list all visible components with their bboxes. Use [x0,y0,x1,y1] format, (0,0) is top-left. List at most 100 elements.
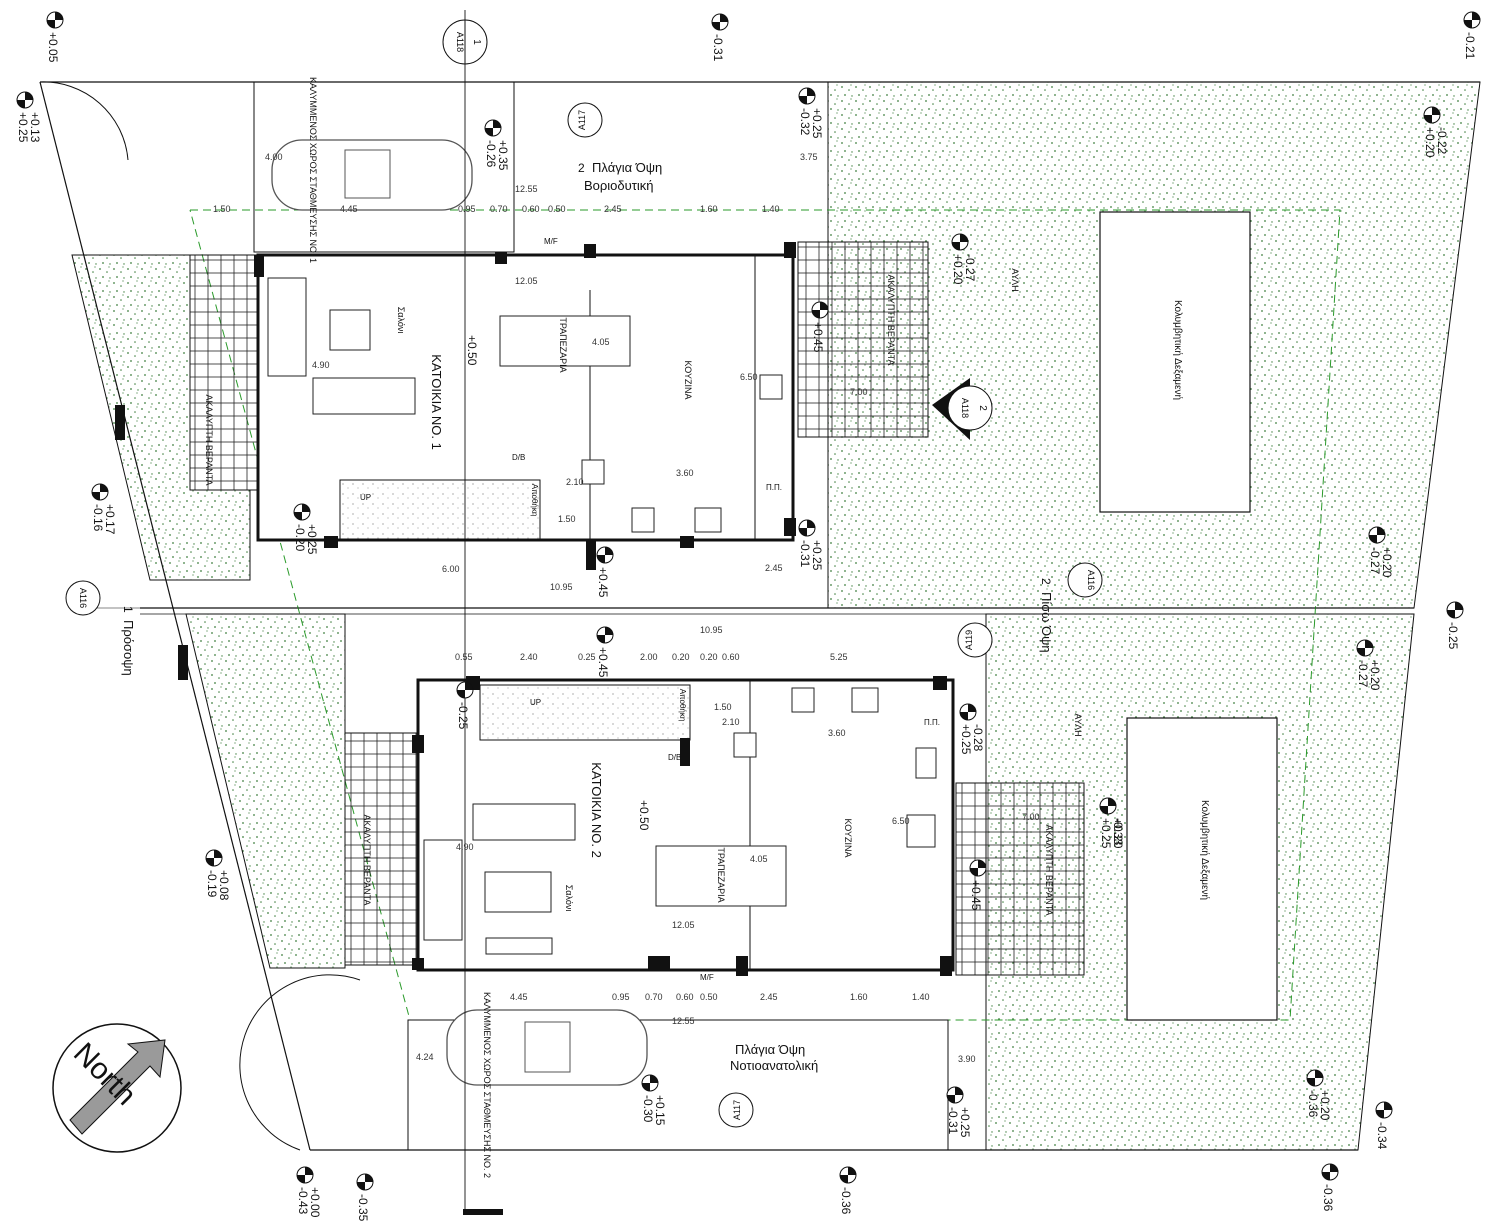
level-label: -0.31 [711,34,725,62]
dimension-label: 4.45 [510,992,528,1002]
view-side-southeast: A117 Πλάγια Όψη Νοτιοανατολική [718,1042,818,1128]
dimension-label: 0.95 [458,204,476,214]
unit2-salon: Σαλόνι [564,885,574,912]
level-symbol [456,681,474,699]
unit1-covered-veranda: ΑΚΑΛΥΠΤΗ ΒΕΡΑΝΤΑ [204,394,214,485]
unit2-kitchen: ΚΟΥΖΙΝΑ [843,819,853,858]
level-symbol [711,13,729,31]
level-symbol [596,546,614,564]
dimension-label: 0.20 [672,652,690,662]
dimension-label: 12.05 [515,276,538,286]
level-label: -0.26 [484,140,498,168]
unit1-veranda: ΑΚΑΛΥΠΤΗ ΒΕΡΑΝΤΑ [886,274,896,365]
unit2-yard: ΑΥΛΗ [1073,713,1083,736]
level-label: -0.31 [946,1107,960,1135]
sec2-ref: A118 [960,398,970,418]
dimension-label: 2.10 [722,717,740,727]
level-symbol [969,859,987,877]
level-label: +0.45 [811,322,825,353]
unit1-yard: ΑΥΛΗ [1010,268,1020,291]
dimension-label: 3.60 [828,728,846,738]
fixture-db-1: D/B [512,453,525,462]
dimension-label: 12.55 [515,184,538,194]
level-symbol [811,301,829,319]
level-label: -0.21 [1463,32,1477,60]
level-symbol [641,1074,659,1092]
stair-up-1: UP [360,493,371,502]
level-label: -0.25 [1446,622,1460,650]
dimension-label: 1.40 [912,992,930,1002]
level-symbol [1321,1163,1339,1181]
level-label: -0.36 [1321,1184,1335,1212]
level-symbol [946,1086,964,1104]
dimension-label: 3.75 [800,152,818,162]
level-label: -0.27 [1356,660,1370,688]
dimension-label: 2.45 [604,204,622,214]
unit1-kitchen: ΚΟΥΖΙΝΑ [683,361,693,400]
level-symbol [798,519,816,537]
level-symbol [91,483,109,501]
level-symbol [1356,639,1374,657]
dimension-label: 10.95 [550,582,573,592]
pool-unit1: Κολυμβητική Δεξαμενή [1099,211,1251,513]
level-label: +0.20 [1423,127,1437,158]
level-symbol [1446,601,1464,619]
level-label: -0.25 [456,702,470,730]
level-label: +0.45 [596,567,610,598]
section-lines [95,10,1414,1212]
dimension-label: 0.20 [700,652,718,662]
level-label: -0.27 [1368,547,1382,575]
dimension-label: 12.55 [672,1016,695,1026]
view1-label-1: Πλάγια Όψη [592,160,662,175]
dimension-label: 4.24 [416,1052,434,1062]
sec2-num: 2 [977,405,988,411]
level-symbol [1368,526,1386,544]
level-symbol [959,703,977,721]
level-label: +0.25 [305,524,319,555]
level-symbol [293,503,311,521]
level-label: -0.19 [205,870,219,898]
level-label: -0.28 [971,724,985,752]
level-label: +0.25 [810,108,824,139]
level-label: +0.25 [1099,818,1113,849]
level-label: +0.25 [16,112,30,143]
level-label: +0.13 [28,112,42,143]
level-label: -0.30 [641,1095,655,1123]
unit1-parking: ΚΑΛΥΜΜΕΝΟΣ ΧΩΡΟΣ ΣΤΑΘΜΕΥΣΗΣ ΝΟ. 1 [308,77,318,263]
level-symbol [46,11,64,29]
dimension-label: 0.50 [548,204,566,214]
level-label: -0.33 [1111,818,1125,846]
front-label: Πρόσοψη [121,620,136,676]
unit2-level: +0.50 [637,800,651,831]
sec1-num: 1 [471,39,482,45]
section-marker-2: A118 2 [932,378,993,440]
north-arrow: North [52,1023,182,1153]
level-symbol [1099,797,1117,815]
view1-num: 2 [578,161,585,175]
unit2-dining: ΤΡΑΠΕΖΑΡΙΑ [716,847,726,902]
fixture-db-2: D/B [668,753,681,762]
level-symbol [1423,106,1441,124]
level-symbol [16,91,34,109]
level-label: +0.35 [496,140,510,171]
unit2-veranda: ΑΚΑΛΥΠΤΗ ΒΕΡΑΝΤΑ [1044,824,1054,915]
front-ref: A116 [78,588,88,608]
dimension-label: 2.45 [760,992,778,1002]
level-label: -0.31 [798,540,812,568]
level-markers: +0.05+0.25+0.13-0.26+0.35-0.31-0.32+0.25… [16,11,1481,1222]
parking-areas [39,81,949,1215]
section-marker-3: A119 [957,622,993,658]
fixture-pp-2: Π.Π. [924,718,940,727]
unit1-level: +0.50 [465,335,479,366]
sec3-ref: A119 [964,630,974,650]
level-label: -0.20 [293,524,307,552]
view2-label-2: Νοτιοανατολική [730,1058,818,1073]
unit1-store: Αποθήκη [530,484,539,517]
dimension-label: 7.00 [850,387,868,397]
view1-ref: A117 [577,110,587,130]
level-label: +0.20 [951,254,965,285]
view-rear: A116 2 Πίσω Όψη [1039,562,1103,653]
dimension-label: 1.50 [213,204,231,214]
level-symbol [356,1173,374,1191]
